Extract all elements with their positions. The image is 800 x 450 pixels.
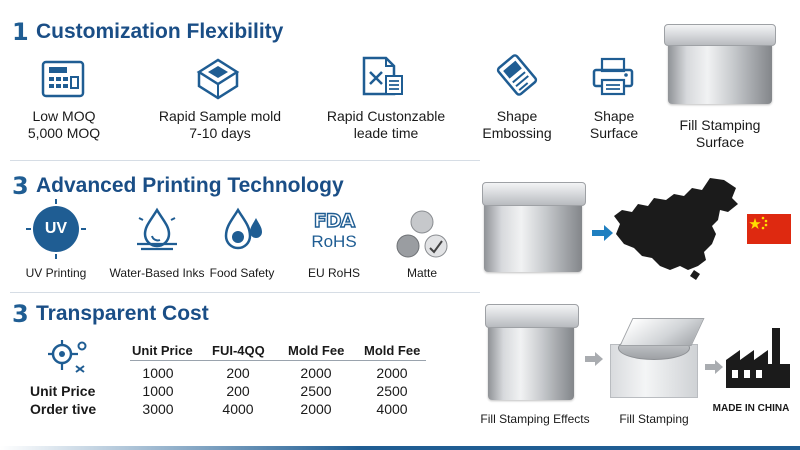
table-row-label-2: Order tive [30, 401, 97, 417]
fda-rohs-icon: FDA RoHS [304, 209, 364, 254]
uv-rays-icon [26, 199, 86, 259]
item-sample-line2: 7-10 days [189, 125, 251, 141]
table-cell: 4000 [222, 401, 254, 417]
table-header-4: Mold Fee [364, 343, 421, 358]
matte-circles-icon [396, 210, 448, 258]
item-embossing-line2: Embossing [482, 125, 552, 141]
embossing-icon [496, 54, 538, 96]
table-header-rule [130, 360, 426, 361]
table-cell: 200 [226, 383, 250, 399]
arrow-right-icon-3 [705, 360, 723, 374]
section-divider-2 [10, 292, 480, 293]
item-fill-line2: Surface [695, 134, 745, 150]
uv-badge-icon: UV [33, 206, 79, 252]
drops-icon [224, 207, 262, 250]
factory-icon [726, 328, 790, 388]
caption-fill-effects: Fill Stamping Effects [480, 412, 590, 426]
table-cell: 2500 [376, 383, 408, 399]
section1-number: 1 [12, 18, 29, 46]
table-header-3: Mold Fee [288, 343, 345, 358]
china-flag-icon [747, 214, 791, 244]
table-header-2: FUI-4QQ [212, 343, 265, 358]
item-embossing-line1: Shape [496, 108, 538, 124]
table-cell: 3000 [142, 401, 174, 417]
item-fill-line1: Fill Stamping [679, 117, 761, 133]
printer-icon [592, 57, 634, 96]
item-low-moq-line1: Low MOQ [32, 108, 96, 124]
caption-fill-stamping: Fill Stamping [619, 412, 689, 426]
cost-flow-icon [48, 340, 87, 373]
bottom-accent-bar [0, 446, 800, 450]
item-sample-line1: Rapid Sample mold [158, 108, 282, 124]
arrow-right-icon [592, 225, 613, 241]
table-header-1: Unit Price [132, 343, 193, 358]
table-cell: 1000 [142, 365, 174, 381]
label-food-safety: Food Safety [209, 266, 275, 280]
caption-made-in-china: MADE IN CHINA [712, 403, 790, 414]
table-cell: 2000 [300, 401, 332, 417]
rohs-text: RoHS [311, 232, 357, 251]
section-divider [10, 160, 480, 161]
document-icon [362, 56, 403, 96]
table-cell: 2000 [300, 365, 332, 381]
section2-number: 3 [12, 172, 29, 200]
section2-title: Advanced Printing Technology [36, 174, 344, 197]
label-matte: Matte [406, 266, 437, 280]
sample-mold-icon [196, 58, 240, 100]
fda-text: FDA [313, 209, 356, 232]
table-cell: 1000 [142, 383, 174, 399]
label-eu-rohs: EU RoHS [307, 266, 360, 280]
uv-badge-text: UV [44, 220, 68, 237]
table-row-label-1: Unit Price [30, 383, 96, 399]
china-map-image [614, 178, 738, 280]
section3-title: Transparent Cost [36, 302, 209, 325]
item-custom-line1: Rapid Custonzable [326, 108, 446, 124]
item-surface-line2: Surface [589, 125, 639, 141]
section1-title: Customization Flexibility [36, 20, 284, 43]
water-drop-icon [137, 207, 177, 251]
label-water-inks: Water-Based Inks [109, 266, 205, 280]
section3-number: 3 [12, 300, 29, 328]
item-surface-line1: Shape [593, 108, 635, 124]
table-cell: 2000 [376, 365, 408, 381]
label-uv-printing: UV Printing [25, 266, 87, 280]
arrow-right-icon-2 [585, 352, 603, 366]
table-cell: 4000 [376, 401, 408, 417]
item-custom-line2: leade time [353, 125, 419, 141]
table-cell: 2500 [300, 383, 332, 399]
table-cell: 200 [226, 365, 250, 381]
item-low-moq-line2: 5,000 MOQ [27, 125, 101, 141]
calculator-card-icon [41, 60, 85, 98]
